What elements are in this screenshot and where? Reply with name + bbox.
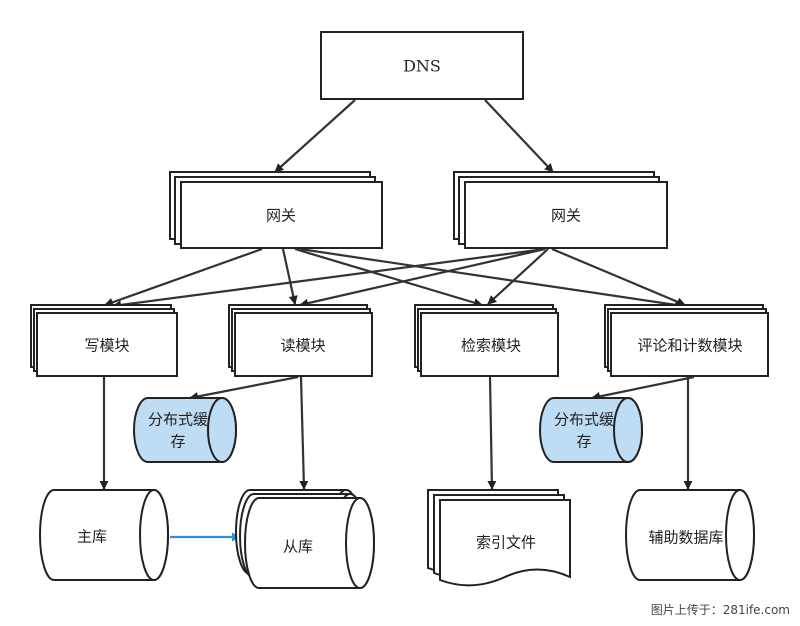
edge-read-cache: [189, 375, 299, 401]
gateway-right-label: 网关: [551, 207, 581, 225]
read-module-node: 读模块: [228, 304, 373, 377]
cache-left-label-2: 存: [170, 433, 185, 451]
master-db-node: 主库: [39, 489, 169, 581]
edge-gwr-search: [487, 248, 549, 305]
comment-count-module-label: 评论和计数模块: [637, 337, 742, 355]
cache-right-label-2: 存: [576, 433, 591, 451]
cache-right-node: 分布式缓 存: [539, 397, 643, 463]
cache-left-node: 分布式缓 存: [133, 397, 237, 463]
edge-gwr-read: [299, 247, 546, 308]
search-module-node: 检索模块: [414, 304, 559, 377]
edge-gwl-write: [104, 247, 263, 307]
write-module-label: 写模块: [84, 337, 129, 355]
master-db-label: 主库: [77, 528, 107, 546]
edge-dns-gateway-left: [274, 99, 356, 173]
edge-gwr-comment: [551, 247, 686, 307]
aux-db-label: 辅助数据库: [648, 529, 723, 547]
edge-search-index: [487, 376, 497, 490]
edge-gwl-search: [294, 247, 483, 307]
edge-read-slave: [299, 376, 309, 490]
dns-node: DNS: [320, 31, 524, 100]
write-module-node: 写模块: [30, 304, 178, 377]
gateway-left-label: 网关: [266, 207, 296, 225]
read-module-label: 读模块: [280, 337, 325, 355]
index-file-label: 索引文件: [476, 534, 536, 552]
aux-db-node: 辅助数据库: [625, 489, 755, 581]
connectors: [99, 99, 695, 490]
edge-gwr-write: [112, 247, 546, 310]
gateway-left-node: 网关: [169, 171, 383, 249]
edge-dns-gateway-right: [484, 99, 554, 173]
slave-db-label: 从库: [283, 538, 313, 556]
gateway-right-node: 网关: [453, 171, 668, 249]
watermark: 图片上传于：281ife.com: [650, 603, 790, 617]
edge-gwl-comment: [299, 247, 684, 310]
index-file-node: 索引文件: [427, 489, 571, 587]
cache-right-label-1: 分布式缓: [554, 411, 614, 429]
search-module-label: 检索模块: [461, 337, 521, 355]
cache-left-label-1: 分布式缓: [148, 411, 208, 429]
edge-gwl-read: [281, 248, 298, 305]
comment-count-module-node: 评论和计数模块: [604, 304, 769, 377]
dns-label: DNS: [403, 57, 441, 76]
edge-comment-cache: [591, 375, 695, 401]
slave-db-node: 从库: [235, 489, 375, 589]
